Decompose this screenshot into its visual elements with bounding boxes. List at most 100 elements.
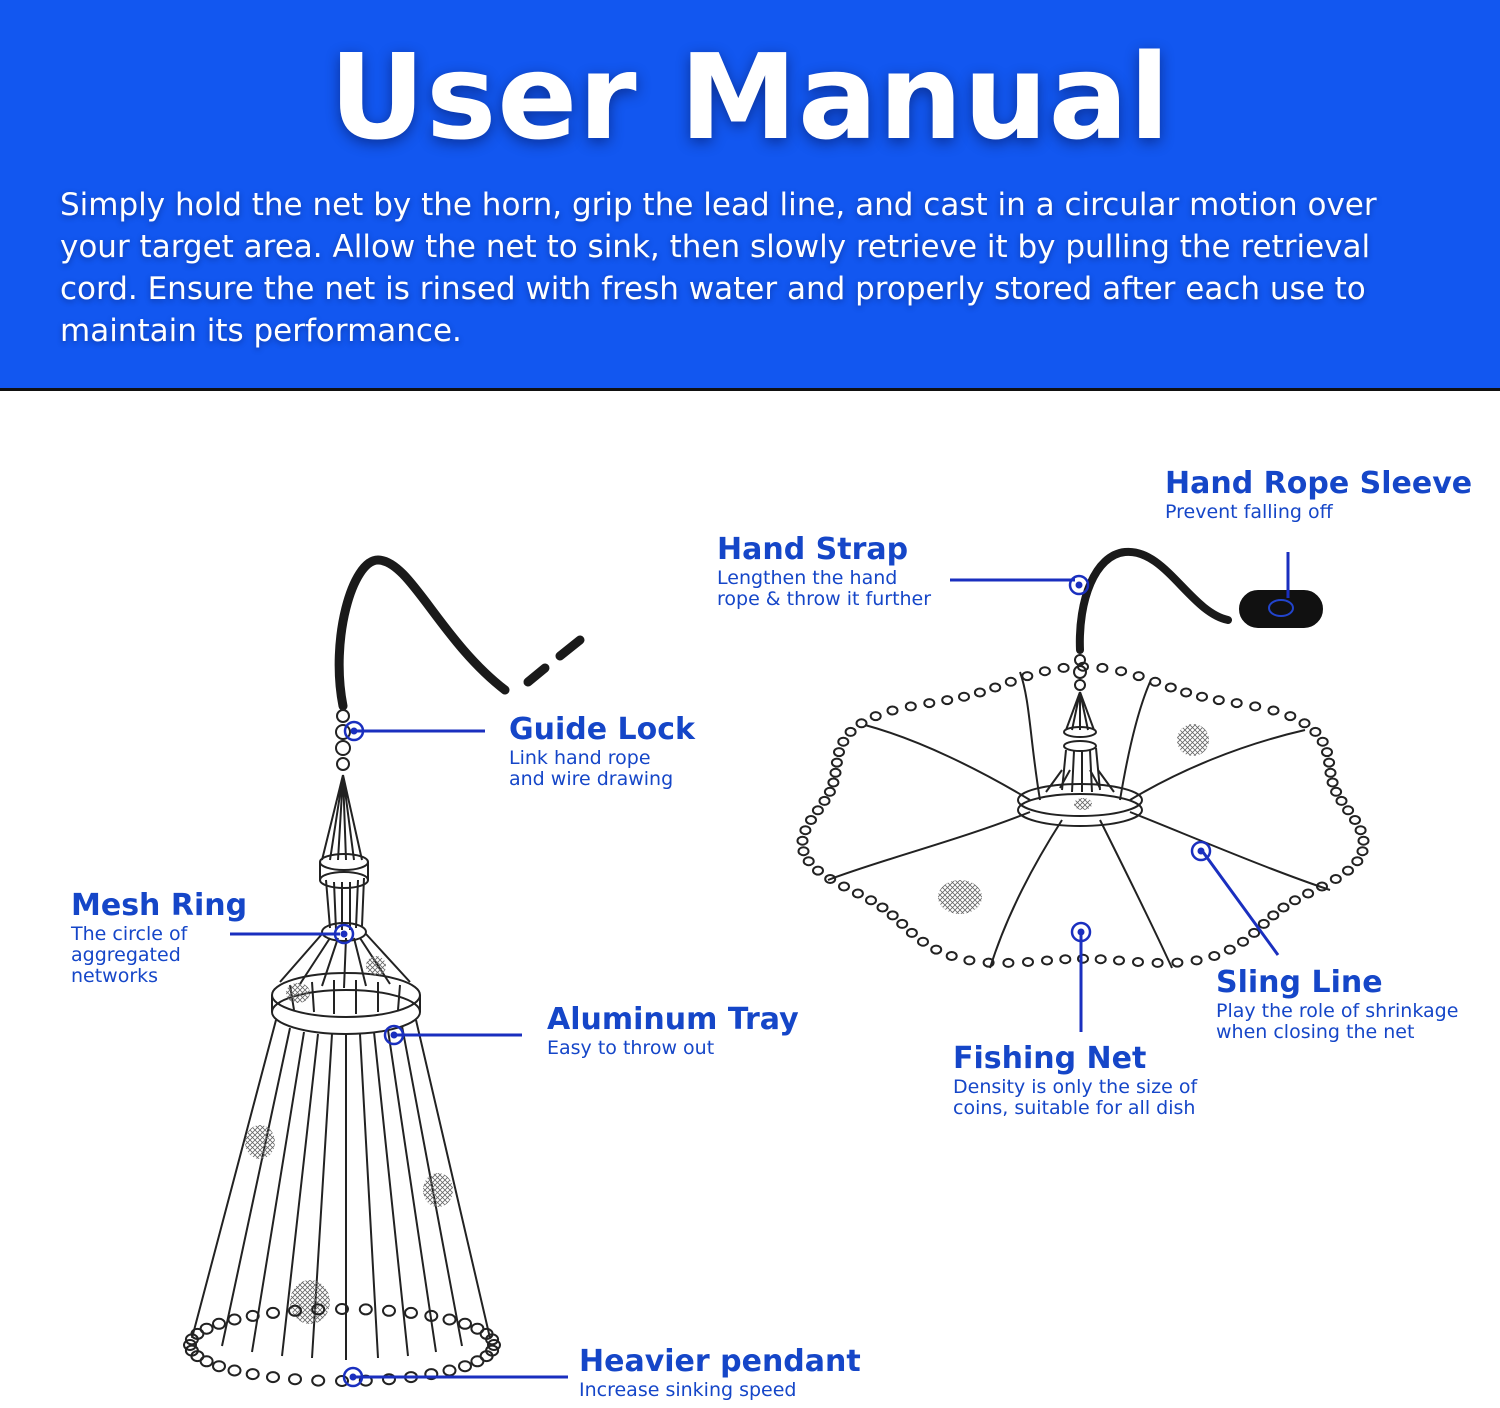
lead-bead bbox=[866, 896, 876, 904]
sling-line-title: Sling Line bbox=[1216, 966, 1458, 1000]
fishing-net-desc: Density is only the size of coins, suita… bbox=[953, 1077, 1197, 1119]
lead-bead bbox=[1350, 816, 1360, 824]
lead-bead bbox=[834, 748, 844, 756]
lead-bead bbox=[383, 1306, 395, 1316]
lead-bead bbox=[825, 788, 835, 796]
lead-bead bbox=[1303, 890, 1313, 898]
lead-bead bbox=[1343, 867, 1353, 875]
lead-bead bbox=[201, 1324, 213, 1334]
mesh-ring-title: Mesh Ring bbox=[71, 889, 247, 923]
lead-bead bbox=[947, 952, 957, 960]
lead-bead bbox=[1096, 955, 1106, 963]
lead-bead bbox=[1269, 707, 1279, 715]
lead-bead bbox=[813, 867, 823, 875]
lead-bead bbox=[1318, 738, 1328, 746]
lead-bead bbox=[1249, 929, 1259, 937]
lead-bead bbox=[1225, 946, 1235, 954]
lead-bead bbox=[1358, 847, 1368, 855]
lead-bead bbox=[820, 797, 830, 805]
fishing-net-label: Fishing Net Density is only the size of … bbox=[953, 1042, 1197, 1119]
rope-end-dash bbox=[528, 668, 545, 682]
aluminum-tray-title: Aluminum Tray bbox=[547, 1003, 799, 1037]
lead-bead bbox=[459, 1361, 471, 1371]
lead-bead bbox=[813, 806, 823, 814]
aluminum-tray-desc: Easy to throw out bbox=[547, 1038, 799, 1059]
lead-bead bbox=[990, 684, 1000, 692]
lead-bead bbox=[1352, 857, 1362, 865]
lead-bead bbox=[1337, 797, 1347, 805]
lead-bead bbox=[471, 1356, 483, 1366]
lead-bead bbox=[853, 890, 863, 898]
guide-lock-title: Guide Lock bbox=[509, 713, 695, 747]
sling-line-desc: Play the role of shrinkage when closing … bbox=[1216, 1001, 1458, 1043]
lead-bead bbox=[360, 1304, 372, 1314]
lead-bead bbox=[1290, 896, 1300, 904]
heavier-pendant-title: Heavier pendant bbox=[579, 1345, 861, 1379]
lead-bead bbox=[1209, 952, 1219, 960]
lead-bead bbox=[1279, 904, 1289, 912]
lead-bead bbox=[832, 759, 842, 767]
lead-bead bbox=[846, 728, 856, 736]
lead-bead bbox=[1181, 689, 1191, 697]
hand-rope bbox=[339, 560, 505, 706]
lead-bead bbox=[1285, 712, 1295, 720]
lead-bead bbox=[906, 702, 916, 710]
lead-line-chain-left bbox=[184, 1304, 500, 1386]
hand-rope-sleeve-title: Hand Rope Sleeve bbox=[1165, 467, 1472, 501]
lead-bead bbox=[1153, 959, 1163, 967]
lead-bead bbox=[959, 693, 969, 701]
lead-bead bbox=[1097, 664, 1107, 672]
lead-bead bbox=[964, 956, 974, 964]
lead-bead bbox=[839, 883, 849, 891]
lead-bead bbox=[1114, 957, 1124, 965]
lead-bead bbox=[1192, 956, 1202, 964]
lead-bead bbox=[1356, 826, 1366, 834]
lead-bead bbox=[1331, 875, 1341, 883]
lead-bead bbox=[213, 1361, 225, 1371]
lead-bead bbox=[838, 738, 848, 746]
lead-bead bbox=[1022, 672, 1032, 680]
lead-bead bbox=[1214, 696, 1224, 704]
lead-bead bbox=[871, 712, 881, 720]
lead-bead bbox=[229, 1315, 241, 1325]
fishing-net-title: Fishing Net bbox=[953, 1042, 1197, 1076]
lead-bead bbox=[1300, 719, 1310, 727]
lead-bead bbox=[1134, 672, 1144, 680]
lead-bead bbox=[1006, 678, 1016, 686]
lead-bead bbox=[1328, 779, 1338, 787]
lead-bead bbox=[800, 826, 810, 834]
lead-bead bbox=[1172, 959, 1182, 967]
lead-bead bbox=[444, 1366, 456, 1376]
leader-lines bbox=[230, 552, 1288, 1377]
hand-rope bbox=[1080, 552, 1228, 650]
lead-bead bbox=[828, 779, 838, 787]
mesh-ring-label: Mesh Ring The circle of aggregated netwo… bbox=[71, 889, 247, 987]
lead-bead bbox=[1133, 958, 1143, 966]
lead-bead bbox=[1268, 911, 1278, 919]
lead-bead bbox=[289, 1374, 301, 1384]
lead-bead bbox=[1322, 748, 1332, 756]
lead-bead bbox=[975, 689, 985, 697]
guide-lock-desc: Link hand rope and wire drawing bbox=[509, 748, 695, 790]
lead-bead bbox=[799, 847, 809, 855]
lead-bead bbox=[1232, 699, 1242, 707]
lead-bead bbox=[804, 857, 814, 865]
lead-bead bbox=[888, 707, 898, 715]
lead-bead bbox=[857, 719, 867, 727]
lead-bead bbox=[1250, 702, 1260, 710]
sling-line-label: Sling Line Play the role of shrinkage wh… bbox=[1216, 966, 1458, 1043]
lead-bead bbox=[247, 1369, 259, 1379]
lead-bead bbox=[1310, 728, 1320, 736]
mesh-ring-desc: The circle of aggregated networks bbox=[71, 924, 247, 987]
lead-bead bbox=[897, 920, 907, 928]
lead-bead bbox=[1060, 955, 1070, 963]
lead-bead bbox=[918, 938, 928, 946]
target-dot bbox=[1192, 842, 1210, 860]
hand-strap-label: Hand Strap Lengthen the hand rope & thro… bbox=[717, 533, 931, 610]
lead-bead bbox=[1238, 938, 1248, 946]
guide-lock-label: Guide Lock Link hand rope and wire drawi… bbox=[509, 713, 695, 790]
lead-bead bbox=[1326, 769, 1336, 777]
lead-bead bbox=[444, 1315, 456, 1325]
lead-bead bbox=[888, 911, 898, 919]
